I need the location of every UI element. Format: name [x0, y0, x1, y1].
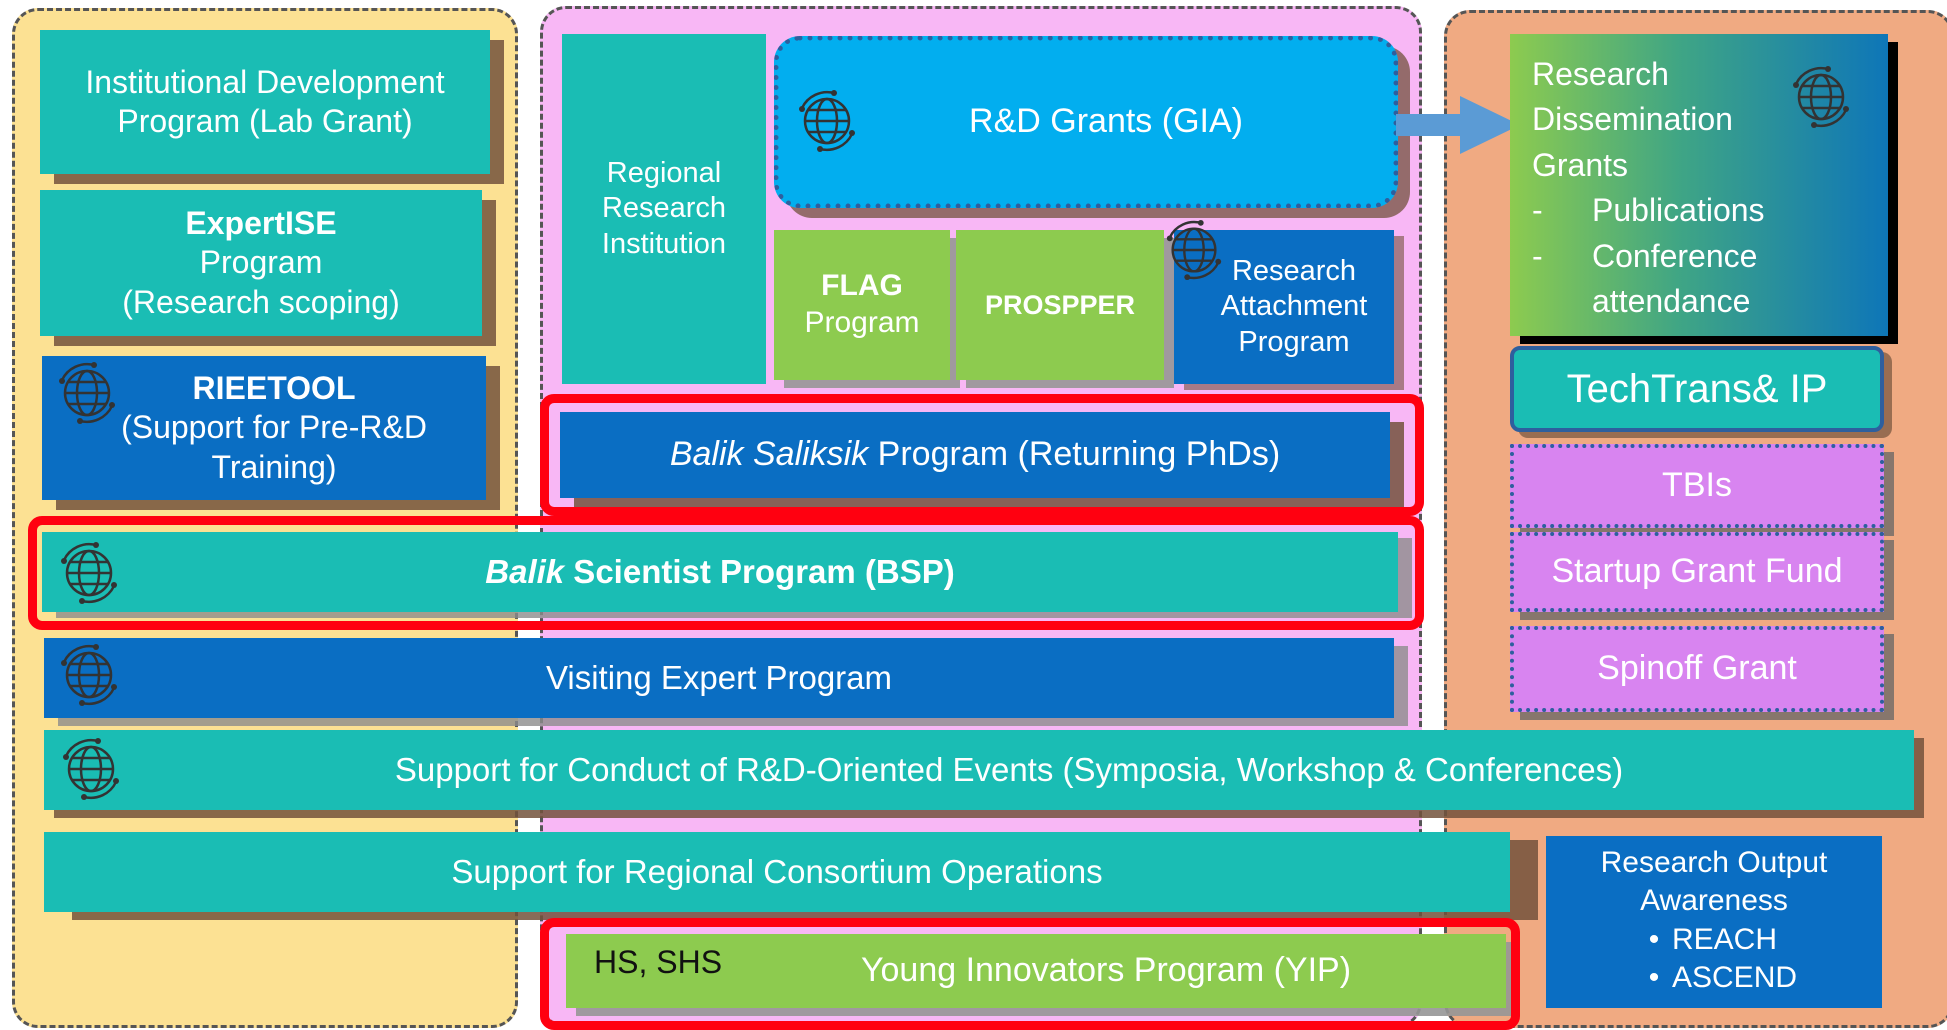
regional-research-box: Regional Research Institution: [562, 34, 766, 384]
spinoff-grant-box: Spinoff Grant: [1510, 626, 1884, 712]
tbis-label: TBIs: [1662, 466, 1732, 505]
events-label: Support for Conduct of R&D-Oriented Even…: [394, 750, 1624, 788]
yip-label: Young Innovators Program (YIP): [860, 951, 1352, 990]
visiting-expert-label: Visiting Expert Program: [545, 658, 893, 696]
research-attachment-box: Research Attachment Program: [1174, 230, 1394, 384]
spinoff-grant-label: Spinoff Grant: [1597, 649, 1797, 688]
prospper-box: PROSPPER: [956, 230, 1164, 380]
flag-title: FLAG: [821, 269, 903, 303]
expertise-title: ExpertISE: [185, 205, 337, 242]
research-attachment-label: Research Attachment Program: [1220, 254, 1368, 358]
globe-icon: [1162, 218, 1226, 282]
awareness-item: •REACH: [1546, 921, 1882, 959]
prospper-label: PROSPPER: [984, 289, 1136, 320]
balik-saliksik-italic: Balik Saliksik: [669, 435, 869, 474]
expertise-box: ExpertISE Program (Research scoping): [40, 190, 482, 336]
awareness-item-label: REACH: [1672, 922, 1778, 956]
dissemination-item: -Conference attendance: [1532, 234, 1888, 325]
consortium-label: Support for Regional Consortium Operatio…: [451, 852, 1103, 890]
balik-saliksik-rest: Program (Returning PhDs): [868, 435, 1281, 474]
rieetool-subtitle: (Support for Pre-R&D Training): [121, 409, 427, 485]
research-output-awareness-box: Research Output Awareness •REACH •ASCEND: [1546, 836, 1882, 1008]
startup-grant-box: Startup Grant Fund: [1510, 532, 1884, 612]
globe-icon: [794, 88, 860, 154]
flag-box: FLAG Program: [774, 230, 950, 380]
expertise-subtitle: (Research scoping): [122, 283, 400, 320]
yip-box: Young Innovators Program (YIP): [566, 934, 1506, 1008]
yip-grade-label: HS, SHS: [594, 944, 723, 980]
dissemination-item: -Publications: [1532, 188, 1888, 233]
regional-research-label: Regional Research Institution: [601, 156, 727, 260]
right-arrow-icon: [1396, 96, 1520, 154]
awareness-item: •ASCEND: [1546, 959, 1882, 997]
consortium-box: Support for Regional Consortium Operatio…: [44, 832, 1510, 912]
awareness-item-label: ASCEND: [1672, 961, 1798, 995]
lab-grant-label: Institutional Development Program (Lab G…: [85, 63, 445, 139]
bsp-box: Balik Scientist Program (BSP): [42, 532, 1398, 612]
events-box: Support for Conduct of R&D-Oriented Even…: [44, 730, 1914, 810]
awareness-title: Research Output Awareness: [1600, 846, 1828, 918]
flag-subtitle: Program: [804, 306, 920, 339]
balik-saliksik-highlight: [540, 394, 1424, 516]
dissemination-title: Research Dissemination Grants: [1532, 56, 1733, 183]
gia-box: R&D Grants (GIA): [774, 36, 1398, 208]
visiting-expert-box: Visiting Expert Program: [44, 638, 1394, 718]
balik-saliksik-box: Balik Saliksik Program (Returning PhDs): [560, 412, 1390, 498]
bsp-rest: Scientist Program (BSP): [564, 552, 955, 590]
globe-icon: [56, 642, 122, 708]
globe-icon: [58, 736, 124, 802]
dissemination-item-label: Conference attendance: [1592, 237, 1758, 320]
lab-grant-box: Institutional Development Program (Lab G…: [40, 30, 490, 174]
gia-label: R&D Grants (GIA): [969, 102, 1243, 141]
yip-highlight: [540, 918, 1520, 1030]
dissemination-item-label: Publications: [1592, 192, 1765, 229]
globe-icon: [54, 360, 120, 426]
tbis-box: TBIs: [1510, 444, 1884, 528]
dissemination-box: Research Dissemination Grants -Publicati…: [1510, 34, 1888, 336]
globe-icon: [1788, 64, 1854, 130]
startup-grant-label: Startup Grant Fund: [1551, 552, 1843, 591]
bsp-highlight: [28, 516, 1424, 630]
expertise-program: Program: [199, 244, 323, 281]
globe-icon: [56, 540, 122, 606]
techtrans-label: TechTrans& IP: [1566, 366, 1828, 411]
rieetool-box: RIEETOOL (Support for Pre-R&D Training): [42, 356, 486, 500]
rieetool-title: RIEETOOL: [192, 370, 356, 407]
techtrans-box: TechTrans& IP: [1510, 346, 1884, 432]
bsp-italic: Balik: [485, 552, 565, 590]
